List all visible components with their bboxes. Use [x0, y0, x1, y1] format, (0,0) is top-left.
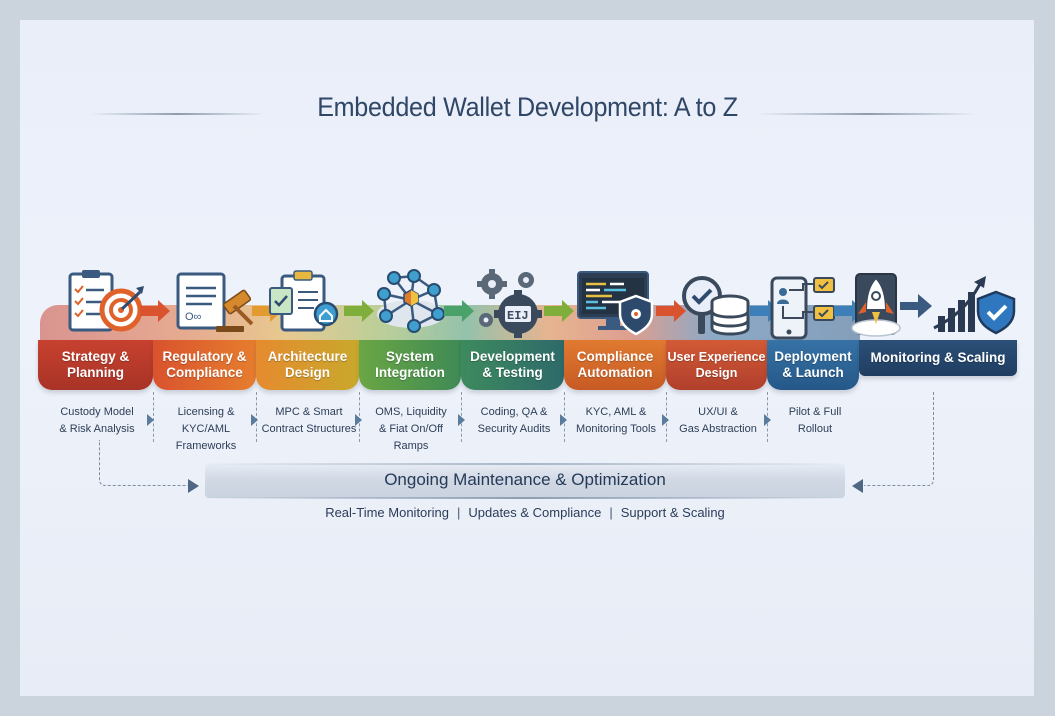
maintenance-item: Real-Time Monitoring	[325, 505, 449, 520]
stage-detail-compliance-automation: KYC, AML &Monitoring Tools	[576, 406, 656, 435]
feedback-loop-left	[99, 440, 189, 486]
maintenance-band	[205, 464, 845, 498]
stage-detail-integration: OMS, Liquidity& Fiat On/Off Ramps	[375, 406, 447, 452]
maintenance-item: Support & Scaling	[620, 505, 725, 520]
clipboard-target-icon	[68, 270, 144, 332]
arrow-right-icon	[544, 300, 574, 322]
separator: |	[609, 505, 613, 520]
phone-flow-icon	[770, 276, 835, 340]
title-divider-right	[757, 113, 977, 115]
stage-development-testing: Development& Testing	[461, 340, 564, 390]
stage-detail-regulatory: Licensing &KYC/AML Frameworks	[175, 406, 237, 452]
maintenance-item: Updates & Compliance	[468, 505, 602, 520]
chevron-right-icon	[251, 414, 258, 426]
arrow-right-icon	[140, 300, 170, 322]
chevron-right-icon	[560, 414, 567, 426]
monitor-shield-icon	[577, 271, 654, 336]
arrow-right-icon	[656, 300, 686, 322]
clipboard-blueprint-icon	[269, 270, 339, 332]
maintenance-title: Ongoing Maintenance & Optimization	[384, 470, 666, 489]
svg-text:O∞: O∞	[185, 311, 201, 323]
arrow-right-icon	[444, 300, 474, 322]
stage-detail-development: Coding, QA &Security Audits	[477, 406, 551, 435]
arrow-left-icon	[852, 479, 863, 493]
stage-detail-strategy: Custody Model& Risk Analysis	[59, 406, 135, 435]
band-bottom-line	[200, 497, 850, 499]
chevron-right-icon	[458, 414, 465, 426]
magnifier-database-icon	[682, 276, 750, 336]
chevron-right-icon	[662, 414, 669, 426]
feedback-loop-right	[864, 392, 934, 486]
title-divider-left	[90, 113, 265, 115]
stage-detail-ux: UX/UI &Gas Abstraction	[679, 406, 757, 435]
rocket-growth-shield-icon	[851, 273, 1016, 337]
chevron-right-icon	[355, 414, 362, 426]
network-nodes-icon	[377, 269, 445, 333]
maintenance-items: Real-Time Monitoring | Updates & Complianc…	[205, 505, 845, 520]
stage-regulatory-compliance: Regulatory &Compliance	[153, 340, 256, 390]
arrow-right-icon	[188, 479, 199, 493]
chevron-right-icon	[147, 414, 154, 426]
stage-deployment-launch: Deployment& Launch	[767, 340, 859, 390]
chevron-right-icon	[764, 414, 771, 426]
page-title: Embedded Wallet Development: A to Z	[317, 92, 738, 122]
svg-text:EIJ: EIJ	[507, 309, 529, 323]
band-top-line	[200, 463, 850, 465]
gears-code-icon: EIJ	[477, 269, 542, 338]
stage-monitoring-scaling: Monitoring & Scaling	[859, 340, 1017, 376]
stage-strategy-planning: Strategy &Planning	[38, 340, 153, 390]
document-gavel-icon: O∞	[176, 272, 254, 332]
separator: |	[456, 505, 461, 520]
arrow-right-icon	[344, 300, 374, 322]
